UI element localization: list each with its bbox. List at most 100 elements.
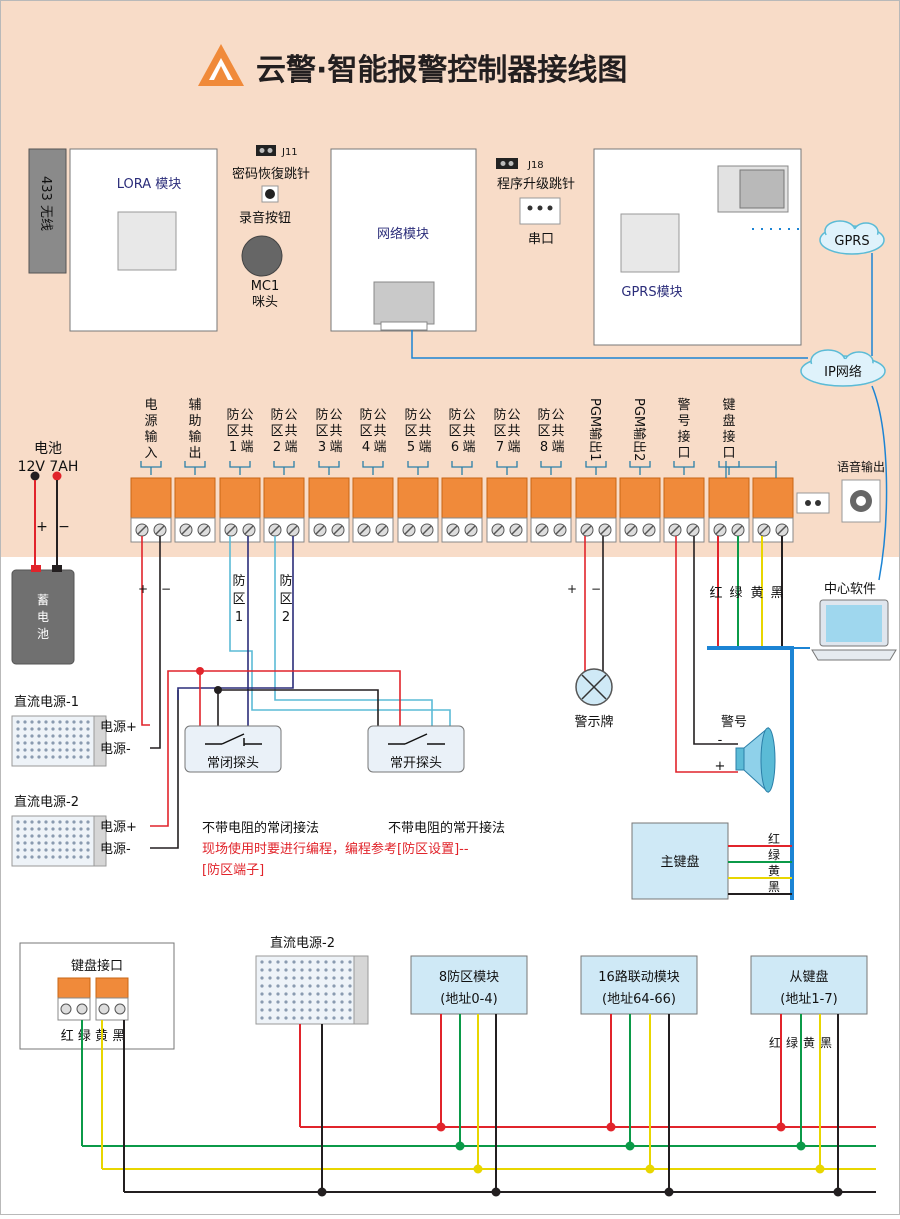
terminal-screw-slot <box>181 525 191 535</box>
ip-network-cloud-icon <box>800 349 886 387</box>
bus-power-title: 直流电源-2 <box>270 936 335 951</box>
vent-dot <box>308 984 312 988</box>
kb-color-label-1: 红 <box>709 585 722 601</box>
record-button-label: 录音按钮 <box>239 210 291 226</box>
bus-power-unit-icon <box>255 955 369 1025</box>
vent-dot <box>65 834 69 838</box>
bus-node-icon <box>606 1122 616 1132</box>
bus-node-icon <box>815 1164 825 1174</box>
vent-dot <box>23 727 27 731</box>
vent-dot <box>30 741 34 745</box>
bus-wires <box>81 1014 876 1197</box>
vent-dot <box>51 848 55 852</box>
terminal-label-8-b-char: 6 <box>451 440 459 455</box>
vent-dot <box>332 960 336 964</box>
vent-dot <box>72 848 76 852</box>
vent-dot <box>44 848 48 852</box>
vent-dot <box>16 734 20 738</box>
vent-dot <box>37 741 41 745</box>
vent-dot <box>276 1008 280 1012</box>
vent-dot <box>340 984 344 988</box>
terminal-screw-slot <box>422 525 432 535</box>
vent-dot <box>44 720 48 724</box>
vent-dot <box>340 976 344 980</box>
terminal-screw-slot <box>137 525 147 535</box>
vent-dot <box>348 968 352 972</box>
terminal-label-14-char: 口 <box>722 446 735 461</box>
vent-dot <box>300 984 304 988</box>
vent-dot <box>51 855 55 859</box>
vent-dot <box>316 1008 320 1012</box>
terminal-label-4-b-char: 区 <box>270 424 283 439</box>
terminal-13: 警号接口 <box>663 397 705 543</box>
terminal-label-13-char: 口 <box>677 446 690 461</box>
psu2-plus-wire <box>150 670 200 827</box>
psu1-minus-wire <box>150 536 161 749</box>
terminal-label-9: 公共端 <box>507 408 520 455</box>
vent-dot <box>58 734 62 738</box>
vent-dot <box>16 755 20 759</box>
kb-color-label-2: 绿 <box>729 586 742 601</box>
ethernet-port-icon <box>373 281 435 331</box>
vent-dot <box>86 720 90 724</box>
vent-dot <box>86 848 90 852</box>
power2-unit-icon <box>11 815 107 867</box>
vent-dot <box>86 748 90 752</box>
vent-dot <box>324 992 328 996</box>
vent-dot <box>300 968 304 972</box>
vent-dot <box>72 755 76 759</box>
vent-dot <box>86 727 90 731</box>
vent-dot <box>23 748 27 752</box>
vent-dot <box>16 834 20 838</box>
vent-dot <box>332 1000 336 1004</box>
bus-node-icon <box>317 1187 327 1197</box>
vent-dot <box>308 1016 312 1020</box>
no-probe-label: 常开探头 <box>390 756 442 771</box>
bus-module-name-2: 16路联动模块 <box>598 969 680 985</box>
siren-minus-wire <box>693 536 738 745</box>
vent-dot <box>86 734 90 738</box>
terminal-block-13 <box>663 477 705 519</box>
terminal-label-11: PGM输出1 <box>587 398 603 461</box>
zone2-text-char: 防 <box>279 573 292 589</box>
terminal-label-5: 公共端 <box>329 408 342 455</box>
vent-dot <box>86 841 90 845</box>
vent-dot <box>260 984 264 988</box>
vent-dot <box>58 848 62 852</box>
vent-dot <box>37 841 41 845</box>
terminal-label-6-char: 共 <box>373 424 386 439</box>
terminal-label-4-b-char: 2 <box>273 440 281 455</box>
jumper-j18-icon <box>496 158 518 169</box>
vent-dot <box>332 984 336 988</box>
terminal-label-1: 电源输入 <box>144 398 157 461</box>
terminal-block-14 <box>708 477 750 519</box>
bus-node-icon <box>436 1122 446 1132</box>
vent-dot <box>316 992 320 996</box>
vent-dot <box>86 834 90 838</box>
terminal-block-6 <box>352 477 394 519</box>
vent-dot <box>30 841 34 845</box>
vent-dot <box>276 976 280 980</box>
terminal-label-14-char: 盘 <box>722 413 735 429</box>
vent-dot <box>300 1016 304 1020</box>
vent-dot <box>65 820 69 824</box>
speaker-jack-icon <box>841 479 881 523</box>
vent-dot <box>308 1008 312 1012</box>
antenna-433-label: 433 无线 <box>38 176 53 231</box>
terminal-screw-slot <box>777 525 787 535</box>
battery-plus-sign: + <box>36 519 48 535</box>
vent-dot <box>30 848 34 852</box>
antenna-433-block <box>28 148 67 274</box>
vent-dot <box>58 741 62 745</box>
vent-dot <box>292 976 296 980</box>
vent-dot <box>292 984 296 988</box>
bus-node-icon <box>491 1187 501 1197</box>
vent-dot <box>37 748 41 752</box>
vent-dot <box>44 855 48 859</box>
vent-dot <box>284 984 288 988</box>
bus-module-3 <box>750 955 868 1015</box>
